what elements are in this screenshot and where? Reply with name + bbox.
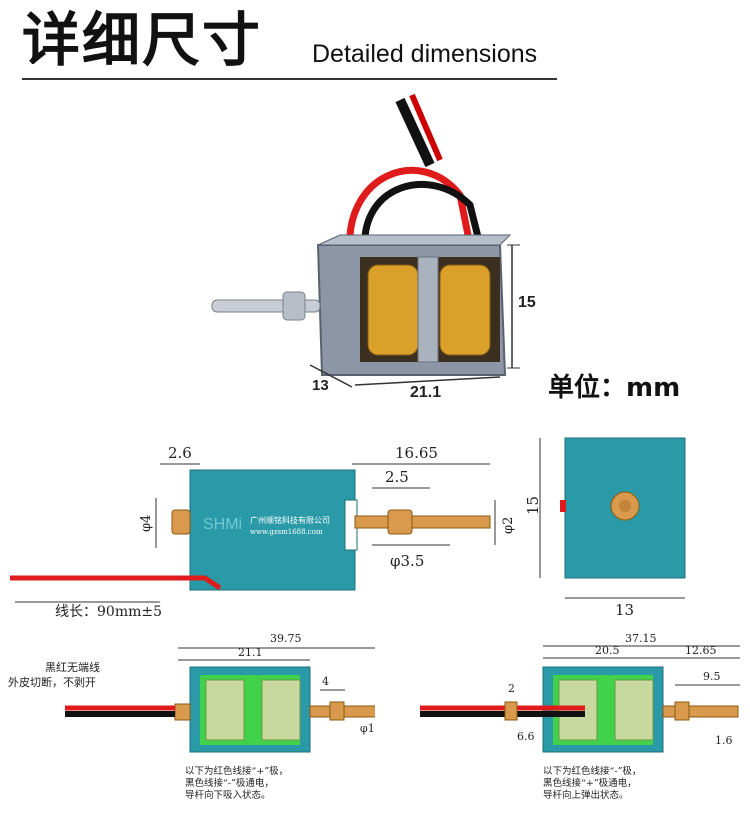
push-caption: 以下为红色线接“-”极， 黑色线接“+”极通电， 导杆向上弹出状态。 <box>543 766 641 802</box>
photo-dim-length: 21.1 <box>410 384 441 401</box>
red-wire <box>346 166 474 251</box>
wire-tip-black <box>395 97 435 168</box>
pull-state-drawing: 39.75 21.1 4 φ1 黑红无端线 外皮切断，不剥开 <box>8 632 375 753</box>
dim-phi2: φ2 <box>501 517 516 534</box>
pull-caption: 以下为红色线接“+”极， 黑色线接“-”极通电， 导杆向下吸入状态。 <box>185 766 288 802</box>
company-website: www.gzsm1688.com <box>250 528 323 536</box>
push-dim-tip: 1.6 <box>715 734 733 747</box>
left-collar <box>171 509 191 535</box>
photo-dim-height: 15 <box>518 294 536 311</box>
side-wire <box>10 575 222 591</box>
side-view-drawing: SHMi 广州顺铭科技有限公司 www.gzsm1688.com 2.6 16.… <box>10 437 686 620</box>
pull-caption-line-2: 黑色线接“-”极通电， <box>185 778 274 789</box>
push-caption-line-1: 以下为红色线接“-”极， <box>543 766 642 777</box>
rod-collar <box>387 509 413 535</box>
pull-dim-stroke: 4 <box>322 675 329 688</box>
photo-dim-depth: 13 <box>312 377 329 394</box>
pull-coil-left <box>205 679 245 741</box>
wire-note-1: 黑红无端线 <box>45 660 100 674</box>
dim-2-6: 2.6 <box>168 444 192 462</box>
plunger-collar <box>282 291 306 321</box>
page-title-chinese: 详细尺寸 <box>22 6 263 74</box>
coil-left <box>367 264 419 356</box>
center-plate <box>417 256 439 363</box>
dim-phi3-5: φ3.5 <box>390 552 424 570</box>
page-title-english: Detailed dimensions <box>312 40 538 68</box>
pull-dim-total: 39.75 <box>270 632 302 645</box>
push-rod <box>662 705 739 718</box>
pull-caption-line-3: 导杆向下吸入状态。 <box>185 790 271 801</box>
dim-phi4: φ4 <box>139 515 154 532</box>
company-name: 广州顺铭科技有限公司 <box>250 515 330 525</box>
brand-logo: SHMi <box>203 516 242 533</box>
wire-note-2: 外皮切断，不剥开 <box>8 675 96 689</box>
push-dim-rod: 12.65 <box>685 644 717 657</box>
wire-tip-red <box>409 93 443 162</box>
unit-label: 单位：mm <box>548 373 681 403</box>
wire-length-label: 线长：90mm±5 <box>55 604 162 620</box>
push-caption-line-3: 导杆向上弹出状态。 <box>543 790 629 801</box>
coil-right <box>439 264 491 356</box>
push-dim-collar: 2 <box>508 682 515 695</box>
push-caption-line-2: 黑色线接“+”极通电， <box>543 778 637 789</box>
push-dim-left: 6.6 <box>517 730 535 743</box>
end-dim-width: 13 <box>615 601 634 619</box>
black-wire <box>361 180 484 251</box>
side-body <box>189 469 356 591</box>
push-state-drawing: 37.15 20.5 12.65 9.5 2 6.6 1.6 <box>420 632 740 753</box>
push-dim-rod2: 9.5 <box>703 670 721 683</box>
pull-coil-right <box>261 679 301 741</box>
push-dim-total: 37.15 <box>625 632 657 645</box>
end-dim-height: 15 <box>524 496 542 515</box>
title-underline <box>22 78 557 80</box>
pull-caption-line-1: 以下为红色线接“+”极， <box>185 766 289 777</box>
product-photo: 15 13 21.1 <box>211 93 536 401</box>
push-dim-body: 20.5 <box>595 644 620 657</box>
pull-dim-pin: φ1 <box>360 722 375 735</box>
pull-dim-body: 21.1 <box>238 646 263 659</box>
dim-16-65: 16.65 <box>395 444 438 462</box>
side-rod <box>354 515 491 529</box>
frame-top <box>317 234 512 246</box>
dim-2-5: 2.5 <box>385 468 409 486</box>
